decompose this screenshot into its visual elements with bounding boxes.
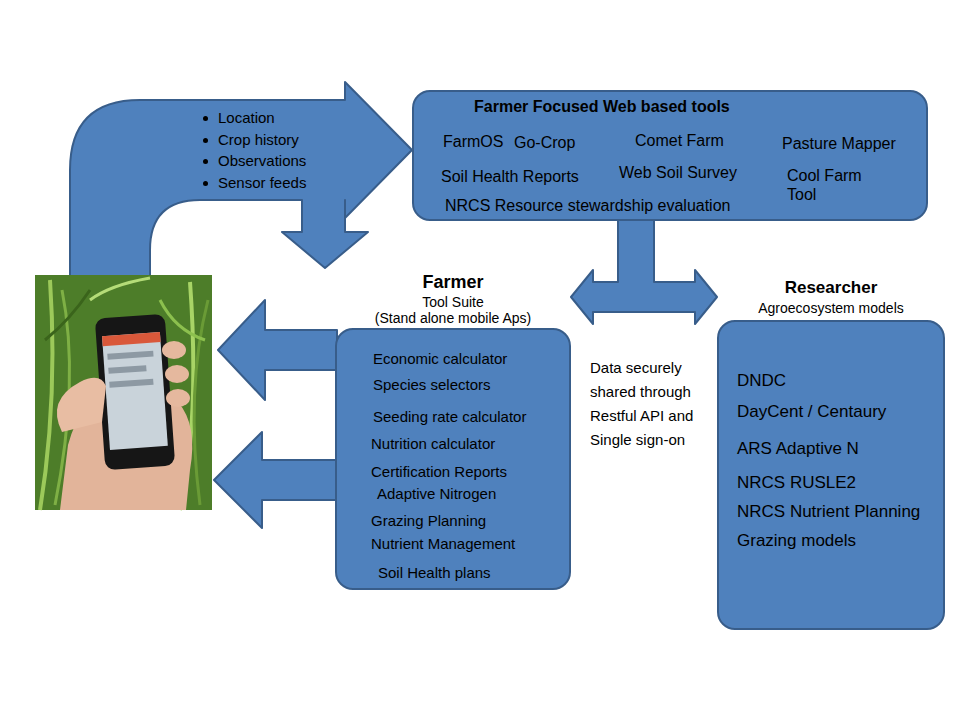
- grass-blade: [194, 300, 208, 505]
- hand-finger: [166, 389, 190, 407]
- tool-name: Soil Health plans: [378, 564, 491, 582]
- note-text: Data securely shared through Restful API…: [590, 356, 718, 452]
- tool-suite-panel: Economic calculatorSpecies selectorsSeed…: [335, 328, 571, 590]
- web-tools-box: Farmer Focused Web based toolsFarmOS Go-C…: [412, 90, 928, 221]
- tool-name: Comet Farm: [635, 131, 724, 150]
- bullet-dot: [203, 181, 208, 186]
- screen-row: [107, 351, 153, 360]
- screen-header-bar: [102, 332, 161, 346]
- box-heading: Farmer: [335, 272, 571, 293]
- bullet-item: Observations: [218, 152, 306, 170]
- grass-blade: [160, 300, 205, 340]
- bullet-dot: [203, 116, 208, 121]
- tool-name: NRCS Nutrient Planning: [737, 502, 920, 522]
- tool-name: Nutrient Management: [371, 535, 515, 553]
- phone-photo: [35, 275, 212, 510]
- curved-block-arrow: [70, 82, 412, 278]
- farmer-tool-suite: Economic calculatorSpecies selectorsSeed…: [335, 268, 571, 590]
- bullet-dot: [203, 159, 208, 164]
- tool-name: DayCent / Centaury: [737, 402, 886, 422]
- screen-row: [109, 379, 153, 388]
- tool-name: Grazing Planning: [371, 512, 486, 530]
- tool-name: Nutrition calculator: [371, 435, 495, 453]
- box-subheading: Tool Suite: [335, 294, 571, 310]
- grass-blade: [45, 290, 90, 340]
- box-subheading: Agroecosystem models: [717, 300, 945, 316]
- bullet-item: Sensor feeds: [218, 174, 306, 192]
- tool-name: Go-Crop: [514, 133, 575, 152]
- bullet-dot: [203, 138, 208, 143]
- return-block-arrow: [214, 432, 337, 528]
- tool-name: NRCS Resource stewardship evaluation: [445, 196, 730, 215]
- tool-name: ARS Adaptive N: [737, 439, 859, 459]
- bullet-item: Location: [218, 109, 275, 127]
- researcher-models: DNDC DayCent / CentauryARS Adaptive N NRCS…: [717, 272, 945, 630]
- box-heading: Researcher: [717, 278, 945, 298]
- tool-name: Seeding rate calculator: [373, 408, 526, 426]
- tool-name: Adaptive Nitrogen: [377, 485, 496, 503]
- tool-name: Soil Health Reports: [441, 167, 579, 186]
- box-heading: Farmer Focused Web based tools: [474, 97, 730, 116]
- grass-blade: [40, 280, 52, 510]
- phone-screen: [102, 332, 168, 450]
- fork-block-arrow: [571, 220, 636, 324]
- tool-name: Web Soil Survey: [619, 163, 737, 182]
- tool-suite-panel: DNDC DayCent / CentauryARS Adaptive N NRCS…: [717, 320, 945, 630]
- grass-blade: [90, 278, 150, 300]
- tool-name: Economic calculator: [373, 350, 507, 368]
- box-subheading: (Stand alone mobile Aps): [335, 310, 571, 326]
- tool-name: FarmOS: [443, 132, 503, 151]
- tool-name: Certification Reports: [371, 463, 507, 481]
- phone-body: [95, 314, 175, 471]
- tool-name: NRCS RUSLE2: [737, 473, 856, 493]
- screen-row: [108, 365, 146, 374]
- tool-name: Cool Farm Tool: [787, 166, 872, 204]
- hand-thumb: [57, 378, 106, 432]
- bullet-item: Crop history: [218, 131, 299, 149]
- fork-block-arrow: [636, 220, 717, 324]
- return-block-arrow: [218, 300, 337, 400]
- tool-name: Grazing models: [737, 531, 856, 551]
- tool-name: Pasture Mapper: [782, 134, 896, 153]
- tool-name: Species selectors: [373, 376, 491, 394]
- hand-finger: [165, 365, 189, 383]
- hand-finger: [162, 341, 186, 359]
- tool-name: DNDC: [737, 371, 786, 391]
- grass-ground: [35, 275, 212, 510]
